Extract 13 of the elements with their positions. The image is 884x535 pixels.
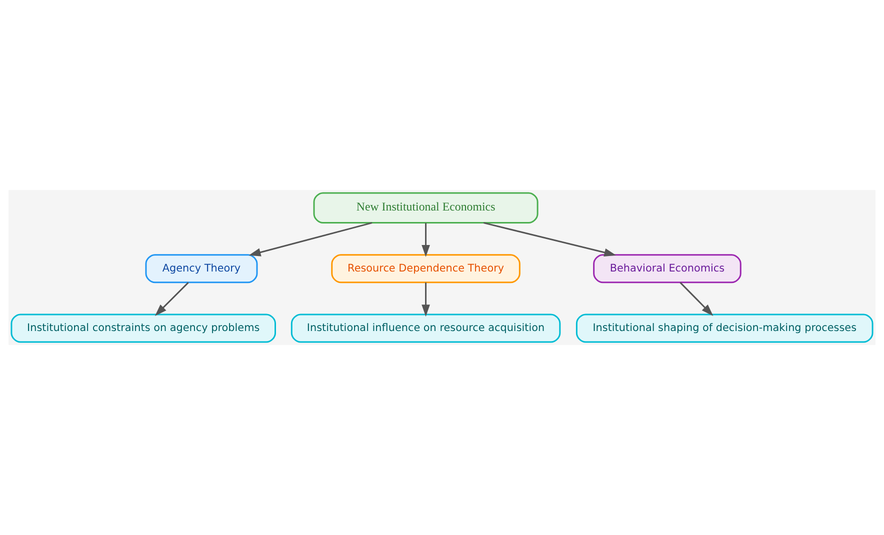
node-box: Institutional constraints on agency problems <box>10 314 276 343</box>
node-box: Agency Theory <box>145 254 258 284</box>
arrow <box>483 222 616 257</box>
arrow <box>422 222 430 257</box>
arrow <box>680 282 714 316</box>
arrow <box>154 282 189 316</box>
node-box: Behavioral Economics <box>593 254 742 284</box>
arrow <box>422 282 430 317</box>
node-box: Resource Dependence Theory <box>331 254 520 284</box>
node-box: Institutional shaping of decision-making processes <box>576 314 874 343</box>
arrow <box>248 222 372 256</box>
node-box: New Institutional Economics <box>313 192 538 224</box>
node-box: Institutional influence on resource acquisition <box>290 314 561 343</box>
